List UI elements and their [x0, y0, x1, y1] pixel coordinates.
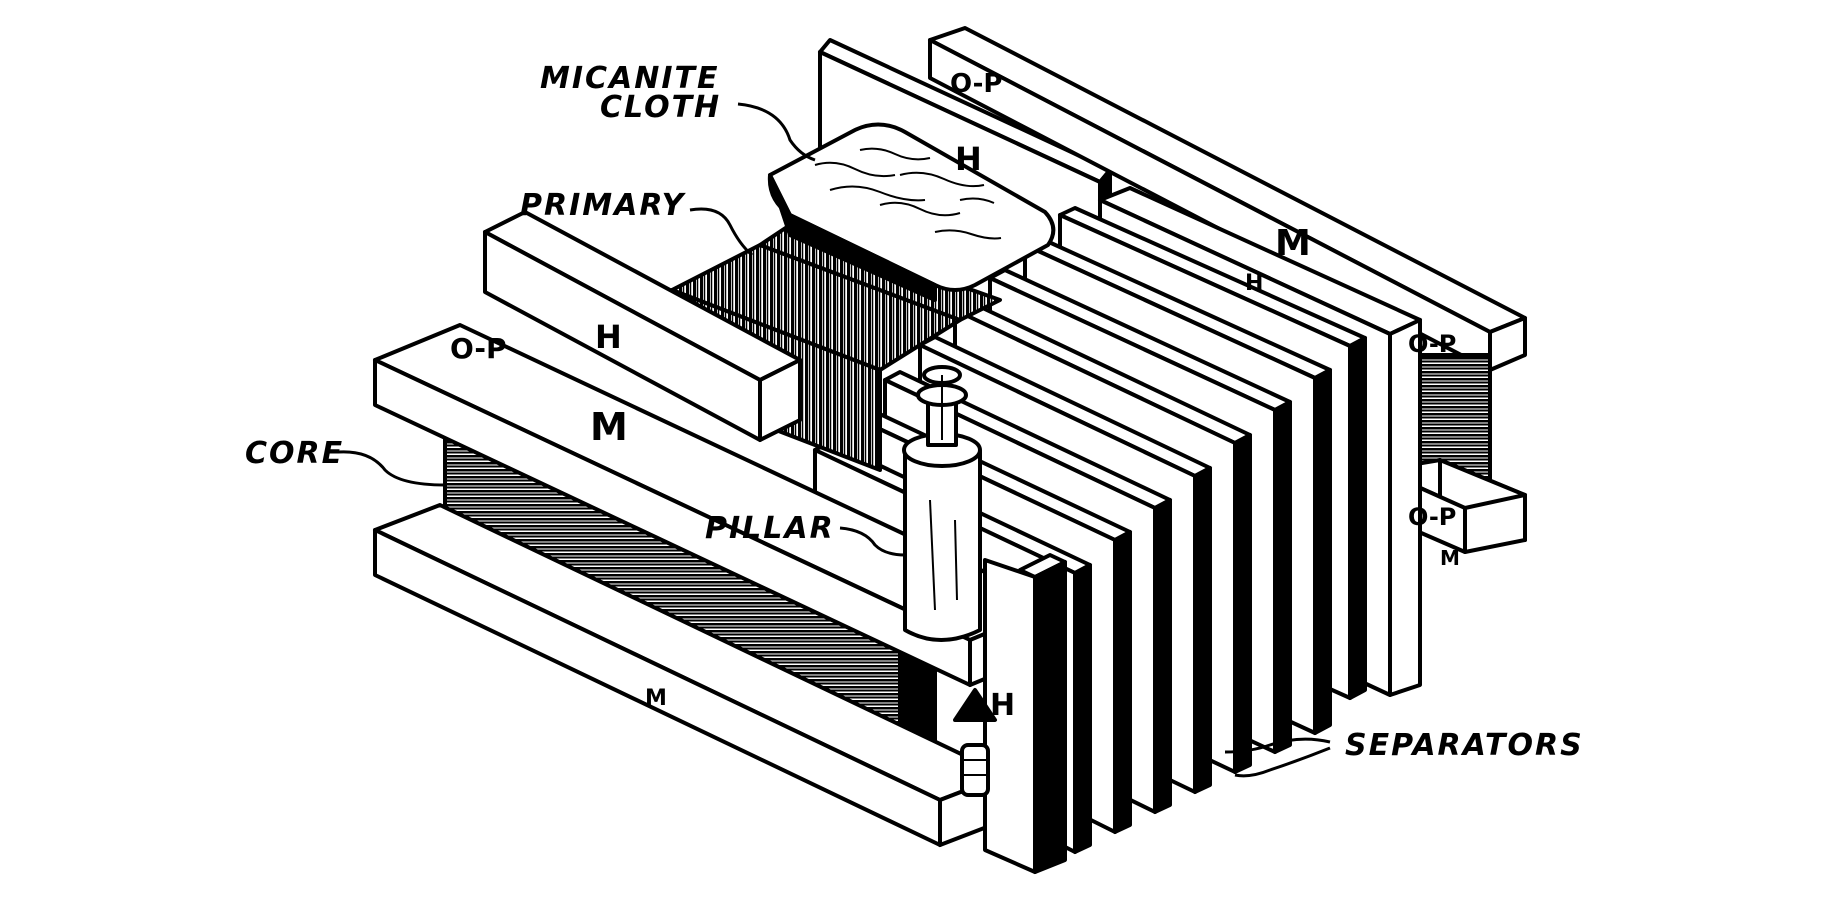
marking-h-rear-small: H — [1245, 271, 1263, 296]
marking-m-rear: M — [1275, 223, 1311, 264]
leader-primary — [689, 207, 753, 257]
leader-pillar — [839, 526, 906, 557]
front-h-board — [483, 210, 802, 442]
marking-op-rear-right: O-P — [1408, 330, 1456, 358]
leader-lines — [337, 102, 1331, 778]
marking-op-rear-top: O-P — [950, 69, 1002, 99]
terminal-bolt — [953, 688, 997, 797]
label-primary: PRIMARY — [520, 188, 687, 223]
marking-op-rear-lower: O-P — [1408, 503, 1456, 531]
marking-h-front-vertical: H — [990, 688, 1015, 723]
label-micanite: MICANITE — [540, 61, 719, 96]
leader-separators-2 — [1234, 746, 1331, 778]
marking-h-front: H — [595, 318, 622, 356]
plate-markings: O-P H M H O-P O-P M H O-P M M H — [450, 69, 1460, 723]
label-pillar: PILLAR — [705, 511, 835, 546]
marking-op-front: O-P — [450, 332, 506, 365]
pillar — [902, 365, 982, 642]
front-bottom-m-plate — [373, 503, 1007, 847]
label-cloth: CLOTH — [600, 90, 721, 125]
leader-micanite — [737, 102, 816, 162]
label-separators: SEPARATORS — [1345, 728, 1584, 763]
marking-m-rear-lower: M — [1440, 546, 1460, 570]
leader-core — [337, 450, 446, 487]
label-core: CORE — [245, 436, 344, 471]
micanite-cloth-block — [767, 122, 1056, 302]
leader-separators-1 — [1224, 737, 1331, 754]
marking-h-rear: H — [955, 140, 982, 178]
marking-m-front-bottom: M — [645, 686, 667, 711]
callout-labels: MICANITE CLOTH PRIMARY CORE PILLAR SEPAR… — [245, 61, 1584, 763]
front-vertical-h-board — [983, 553, 1067, 874]
marking-m-front: M — [590, 405, 628, 449]
